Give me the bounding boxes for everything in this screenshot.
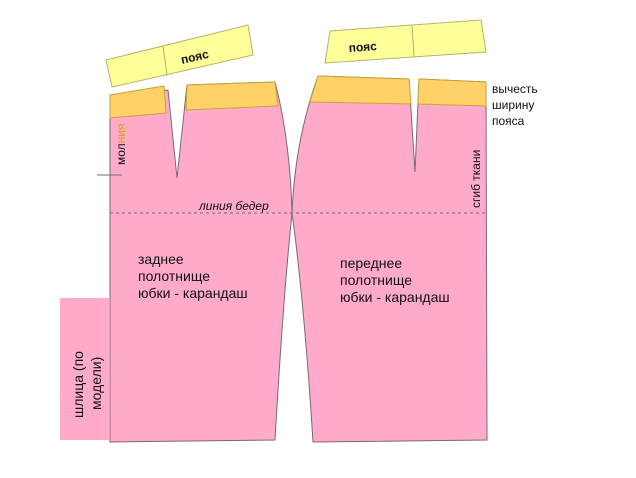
- back-yoke-right: [185, 81, 279, 111]
- front-belt-label: пояс: [348, 39, 377, 55]
- front-belt: [324, 19, 487, 64]
- slit-label-line-2: модели): [88, 357, 104, 410]
- slit-panel: [60, 298, 109, 440]
- zipper-label-part2: ния: [114, 124, 128, 144]
- remove-width-line-1: вычесть: [492, 82, 538, 96]
- fold-label: сгиб ткани: [469, 150, 483, 208]
- front-panel-title-line-2: полотнище: [340, 272, 412, 288]
- remove-width-line-3: пояса: [492, 114, 525, 128]
- remove-width-note: вычесть ширину пояса: [492, 82, 541, 128]
- front-skirt-panel: [291, 75, 488, 443]
- front-belt-divider: [411, 24, 415, 58]
- zipper-label: молния: [114, 124, 128, 166]
- front-yoke-right: [417, 78, 487, 107]
- remove-width-line-2: ширину: [492, 98, 534, 112]
- front-panel-title: переднее полотнище юбки - карандаш: [340, 255, 450, 305]
- front-panel-title-line-1: переднее: [340, 255, 402, 271]
- back-panel-title-line-3: юбки - карандаш: [138, 285, 248, 301]
- front-panel-title-line-3: юбки - карандаш: [340, 289, 450, 305]
- back-belt: [105, 24, 254, 88]
- back-belt-divider: [162, 45, 168, 76]
- back-belt-label: пояс: [180, 47, 211, 67]
- front-yoke-left: [309, 75, 412, 105]
- back-panel-title-line-1: заднее: [138, 251, 184, 267]
- back-panel-title: заднее полотнище юбки - карандаш: [138, 251, 248, 301]
- slit-label: шлица (по: [70, 351, 86, 418]
- back-panel-title-line-2: полотнище: [138, 268, 210, 284]
- hip-line-label: линия бедер: [198, 199, 269, 213]
- zipper-label-part1: мол: [114, 143, 128, 165]
- back-yoke-left: [109, 85, 167, 119]
